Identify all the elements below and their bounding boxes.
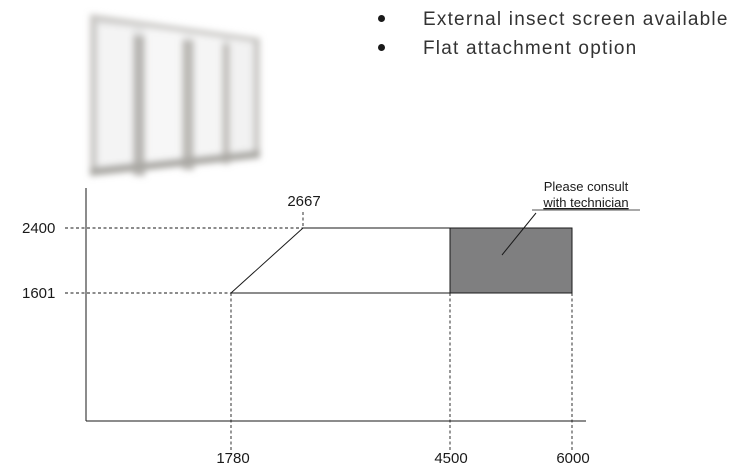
sliding-glass-door-photo [90,14,260,177]
x-tick-4500: 4500 [434,450,467,467]
bullet-icon [378,43,385,51]
x-tick-1780: 1780 [216,450,249,467]
size-range-diagram: Please consult with technician 2667 2400… [22,180,640,467]
feature-item: Flat attachment option [378,35,729,64]
x-tick-6000: 6000 [556,450,589,467]
feature-list: External insect screen available Flat at… [378,6,729,64]
corner-label-2667: 2667 [287,193,320,210]
y-tick-1601: 1601 [22,285,55,302]
annotation-leader [501,212,537,256]
feature-text: External insect screen available [423,9,729,30]
feature-item: External insect screen available [378,6,729,35]
consult-region [449,227,573,294]
y-tick-2400: 2400 [22,220,55,237]
annotation-line-1: Please consult [544,180,629,194]
allowed-region [229,227,451,294]
bullet-icon [378,14,385,22]
annotation-line-2: with technician [542,195,628,210]
feature-text: Flat attachment option [423,38,638,59]
